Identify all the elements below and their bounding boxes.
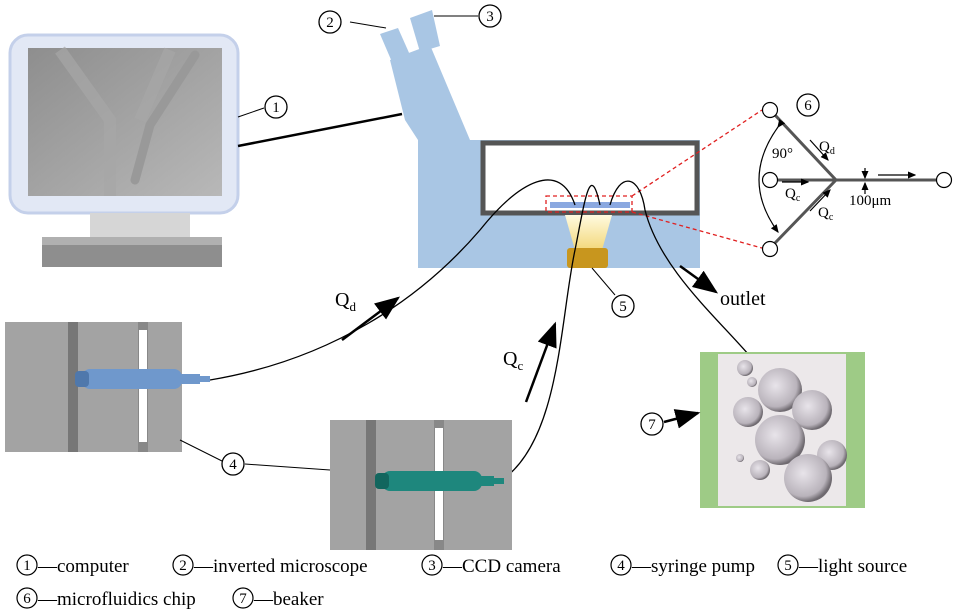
outlet-label: outlet — [720, 288, 766, 310]
qd-arrow — [341, 296, 400, 341]
qc-label: Qc — [503, 348, 523, 373]
inlet-port — [761, 240, 779, 258]
objective-light-source — [567, 248, 608, 268]
marker-syringe-pump: 4 — [229, 457, 237, 473]
qd-label: Qd — [335, 289, 356, 314]
monitor-screen — [28, 48, 222, 196]
svg-text:4: 4 — [617, 558, 625, 574]
legend-item-light-source: —light source — [798, 556, 907, 577]
outlet-port — [935, 171, 953, 189]
tube-outlet — [609, 180, 756, 363]
eyepiece — [380, 28, 410, 62]
legend-item-syringe-pump: —syringe pump — [631, 556, 755, 577]
channel-width-label: 100μm — [849, 193, 892, 209]
zoom-region — [545, 195, 633, 213]
chip-qd-label: Qd — [819, 139, 835, 157]
microfluidic-chip-detail: 90° Qd Qc Qc 100μm — [758, 101, 953, 258]
legend-item-chip: —microfluidics chip — [37, 589, 196, 610]
marker-beaker: 7 — [648, 417, 656, 433]
chip-qc-label: Qc — [818, 205, 834, 223]
svg-text:3: 3 — [428, 558, 436, 574]
qc-arrow — [524, 321, 557, 403]
angle-label: 90° — [772, 146, 793, 162]
beaker-droplets-image — [700, 352, 865, 508]
legend-item-computer: —computer — [37, 556, 129, 577]
syringe-pump-continuous — [330, 420, 512, 550]
svg-text:5: 5 — [784, 558, 792, 574]
legend-item-ccd-camera: —CCD camera — [442, 556, 561, 577]
svg-text:1: 1 — [23, 558, 31, 574]
syringe-pump-dispersed — [5, 322, 210, 452]
monitor-stand — [90, 213, 190, 237]
inlet-port — [761, 101, 779, 119]
outlet-arrow — [679, 264, 719, 294]
legend-item-microscope: —inverted microscope — [193, 556, 368, 577]
marker-ccd-camera: 3 — [486, 9, 494, 25]
leader-line — [237, 107, 265, 118]
chip-qc-label: Qc — [785, 186, 801, 204]
computer-camera-cable — [237, 112, 403, 148]
syringe — [82, 369, 182, 389]
chip-on-stage — [550, 202, 630, 208]
syringe — [382, 471, 482, 491]
tube-dispersed — [209, 179, 576, 381]
ccd-camera — [410, 10, 440, 52]
marker-light-source: 5 — [619, 299, 627, 315]
computer — [8, 33, 240, 267]
legend-item-beaker: —beaker — [253, 589, 324, 610]
inverted-microscope — [380, 10, 700, 268]
legend: 1 2 3 4 5 6 7 —computer —inverted micros… — [16, 554, 907, 610]
tube-continuous — [501, 184, 601, 481]
svg-text:7: 7 — [239, 591, 247, 607]
stage-box — [480, 140, 700, 216]
marker-chip: 6 — [804, 98, 812, 114]
beaker-arrow — [663, 409, 701, 429]
inlet-port — [761, 171, 779, 189]
angle-arc — [758, 119, 786, 233]
svg-text:6: 6 — [23, 591, 31, 607]
marker-computer: 1 — [272, 100, 280, 116]
marker-microscope: 2 — [326, 15, 334, 31]
svg-text:2: 2 — [179, 558, 187, 574]
